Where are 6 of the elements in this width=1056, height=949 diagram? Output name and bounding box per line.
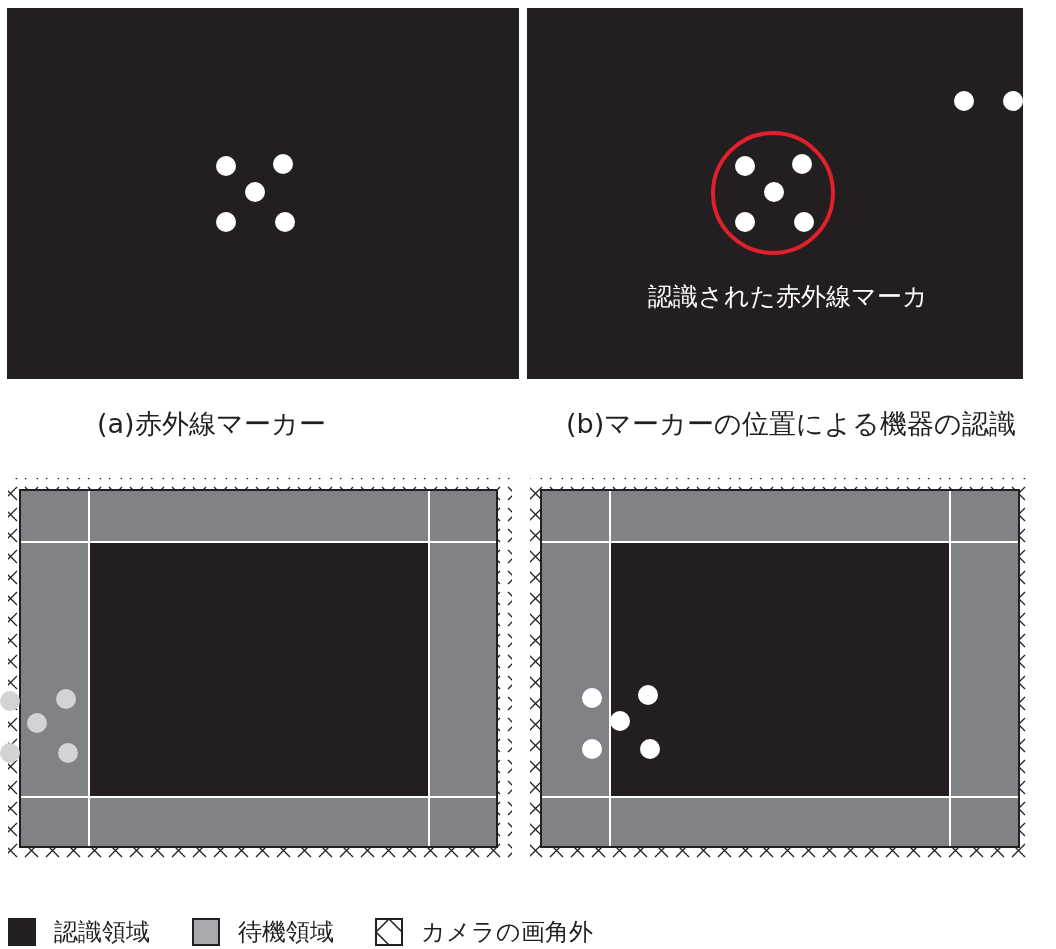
panel-caption: (b)マーカーの位置による機器の認識: [566, 410, 1017, 437]
legend-label: カメラの画角外: [421, 920, 593, 944]
marker-label: 認識された赤外線マーカ: [648, 284, 928, 309]
panel-caption: (a)赤外線マーカー: [97, 410, 326, 437]
legend-label: 待機領域: [238, 920, 334, 944]
legend-label: 認識領域: [54, 920, 150, 944]
